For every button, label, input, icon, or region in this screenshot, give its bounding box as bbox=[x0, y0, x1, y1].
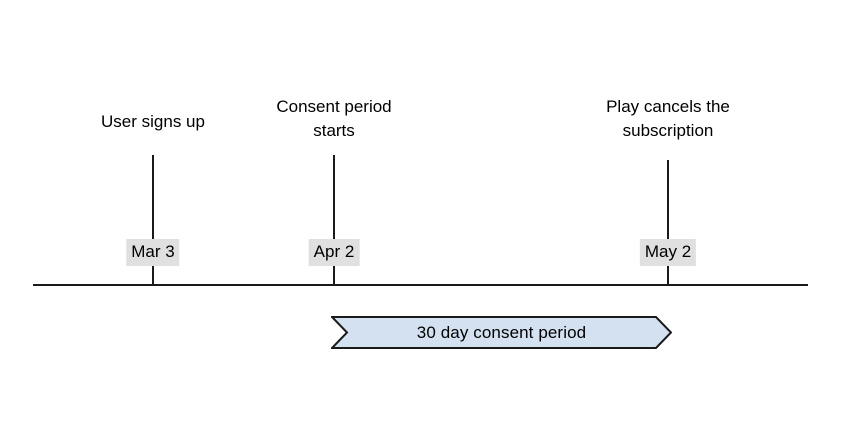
event-date-chip: Apr 2 bbox=[308, 239, 360, 266]
period-banner-label: 30 day consent period bbox=[416, 322, 587, 342]
event-tick-line bbox=[667, 160, 669, 285]
event-tick-line bbox=[333, 155, 335, 285]
timeline-event-consent-start: Consent period starts Apr 2 bbox=[214, 0, 454, 426]
event-date-chip: May 2 bbox=[639, 239, 697, 266]
event-label: Play cancels the subscription bbox=[606, 97, 730, 140]
period-arrow-shape bbox=[331, 316, 672, 349]
event-tick-line bbox=[152, 155, 154, 285]
period-arrow-polygon bbox=[331, 316, 672, 349]
consent-period-banner: 30 day consent period bbox=[331, 316, 672, 349]
timeline-axis bbox=[33, 284, 808, 286]
event-label: Consent period starts bbox=[276, 97, 392, 140]
event-date-chip: Mar 3 bbox=[126, 239, 180, 266]
timeline-event-play-cancels: Play cancels the subscription May 2 bbox=[548, 0, 788, 426]
event-label: User signs up bbox=[101, 112, 205, 131]
timeline-event-signup: User signs up Mar 3 bbox=[33, 0, 273, 426]
